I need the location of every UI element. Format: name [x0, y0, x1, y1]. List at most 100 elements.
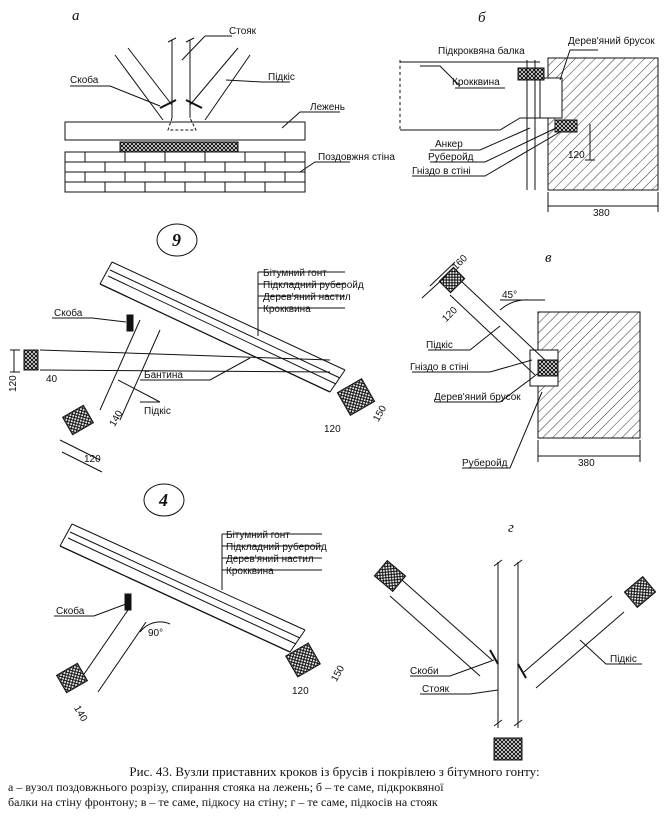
panel-v-letter: в [545, 250, 552, 266]
panel-g-leader-skoby [410, 659, 495, 677]
panel-b-dim-380: 380 [593, 208, 610, 219]
panel-g-right-brace [523, 595, 625, 689]
panel-b-dim-120: 120 [568, 150, 585, 161]
caption-line-1: а – вузол поздовжнього розрізу, спирання… [8, 780, 444, 794]
panel-v-dim-angle: 45° [502, 290, 517, 301]
panel-node9-label-gont: Бітумний гонт [263, 268, 327, 279]
panel-v-leader-gnizdo [412, 359, 533, 373]
panel-node4-roof-layers [67, 523, 306, 645]
panel-node9-staple [126, 314, 134, 332]
panel-b-label-gnizdo: Гніздо в стіні [412, 166, 471, 177]
panel-b-dim-380-line [547, 192, 659, 212]
panel-node9-dim-120v-text: 120 [8, 375, 19, 392]
panel-a-brick-joints [84, 152, 286, 192]
panel-a-left-brace [114, 47, 173, 121]
panel-node9-rafter-top [99, 283, 331, 393]
panel-v-label-ruberoid: Руберойд [462, 457, 508, 469]
panel-v-angle-arc [499, 299, 531, 311]
panel-b-wall-outline [547, 57, 659, 191]
panel-a-label-lezhen: Лежень [310, 102, 345, 113]
panel-v-brace-section [438, 266, 466, 294]
panel-node4-leader-lines [222, 533, 322, 571]
panel-node9-label-bantyna: Бантина [144, 370, 183, 381]
panel-node4-staple [124, 593, 132, 611]
panel-node9-leader-pidkis [117, 379, 161, 403]
panel-v-brace [449, 279, 546, 376]
panel-node4-brace-section [55, 662, 89, 694]
panel-node9-leader-lines [258, 271, 345, 309]
panel-b: б Підкроквяна балка Крокквина Дерев'яний… [399, 10, 659, 219]
caption-line-2: балки на стіну фронтону; в – те саме, пі… [8, 795, 438, 809]
panel-v-dim-120: 120 [440, 305, 460, 325]
panel-node4-dim-140: 140 [71, 704, 89, 724]
panel-node9-brace [99, 319, 161, 421]
panel-node9-dim-120b: 120 [84, 454, 101, 465]
panel-a-leader-lezhen [281, 111, 340, 129]
panel-g-staples [489, 649, 527, 679]
panel-a-beam [64, 121, 306, 141]
panel-b-label-balka: Підкроквяна балка [438, 45, 525, 57]
panel-b-niche [539, 77, 563, 119]
panel-v-leader-pidkis [428, 325, 501, 351]
panel-g: г Скоби Стояк Підкіс [373, 520, 657, 761]
panel-b-letter: б [478, 10, 486, 26]
panel-a-label-stoyak: Стояк [229, 26, 257, 37]
panel-a-leader-stoyak [181, 35, 232, 61]
panel-b-bolt [517, 67, 545, 81]
panel-node9-circle [156, 223, 198, 257]
panel-node9-dim-120v [10, 349, 20, 373]
panel-node4-brace [79, 609, 147, 693]
panel-a-right-brace [189, 47, 251, 121]
panel-node9-dim-150: 150 [371, 403, 389, 423]
panel-b-label-brusok: Дерев'яний брусок [568, 35, 655, 47]
panel-g-left-brace [389, 579, 493, 677]
panel-node4-leader-skoba [54, 603, 127, 617]
panel-g-leader-pidkis [579, 639, 642, 665]
panel-node4-rafter-ends [59, 523, 306, 653]
panel-node4-label-gont: Бітумний гонт [226, 530, 290, 541]
panel-b-leader-ruberoid [430, 127, 557, 163]
panel-node9-dim-140: 140 [108, 408, 126, 428]
panel-g-label-skoby: Скоби [410, 665, 439, 677]
panel-b-dim-120-line [585, 124, 595, 161]
panel-g-break-marks [493, 559, 523, 727]
panel-g-post [497, 562, 519, 728]
panel-a-tenon [167, 117, 197, 131]
panel-v-dim-380-line [537, 440, 641, 462]
panel-g-left-brace-section [373, 559, 407, 593]
panel-g-right-brace-section [623, 575, 657, 609]
panel-node9-roof-layers [107, 261, 346, 385]
panel-b-label-kroqvyna: Крокквина [452, 77, 500, 88]
panel-node9-label-kroqvyna: Крокквина [263, 304, 311, 315]
panel-a: а Стояк Скоба Підкіс Лежень Поздовжня ст… [64, 8, 395, 193]
panel-a-break-marks [167, 37, 195, 43]
panel-node9-rafter-ends [99, 261, 346, 393]
panel-b-leader-gnizdo [412, 131, 561, 177]
panel-v: в Підкіс Гніздо в стіні Дерев'яний брусо… [410, 250, 641, 469]
panel-node9-dim-40: 40 [46, 374, 58, 385]
panel-b-block [554, 119, 578, 133]
panel-node9-tie-section [23, 349, 39, 371]
panel-node9-rafter-section [336, 378, 376, 416]
panel-v-block [537, 359, 559, 377]
panel-v-leader-brusok [435, 371, 541, 403]
panel-node4-dim-150: 150 [329, 663, 347, 683]
panel-a-leader-pidkis [225, 79, 290, 83]
panel-g-post-section [493, 737, 523, 761]
panel-g-label-stoyak: Стояк [422, 684, 450, 695]
panel-a-label-skoba: Скоба [70, 74, 99, 86]
panel-node4-number: 4 [158, 490, 168, 510]
panel-node4-angle-arc [139, 621, 171, 633]
panel-g-leader-stoyak [420, 689, 499, 695]
panel-v-leader-ruberoid [462, 391, 543, 469]
panel-node9-label-pidkis: Підкіс [144, 406, 171, 417]
panel-node4-label-nastyl: Дерев'яний настил [226, 554, 314, 565]
panel-a-label-pidkis: Підкіс [268, 72, 295, 83]
panel-node9-brace-section [61, 404, 95, 436]
panel-node9-tie [39, 349, 331, 373]
panel-node9-dim-lines [59, 439, 103, 473]
panel-b-anchor [526, 60, 536, 190]
panel-a-leader-wall [299, 161, 350, 173]
panel-a-ruberoid [119, 141, 239, 153]
panel-v-dim-380: 380 [578, 458, 595, 469]
